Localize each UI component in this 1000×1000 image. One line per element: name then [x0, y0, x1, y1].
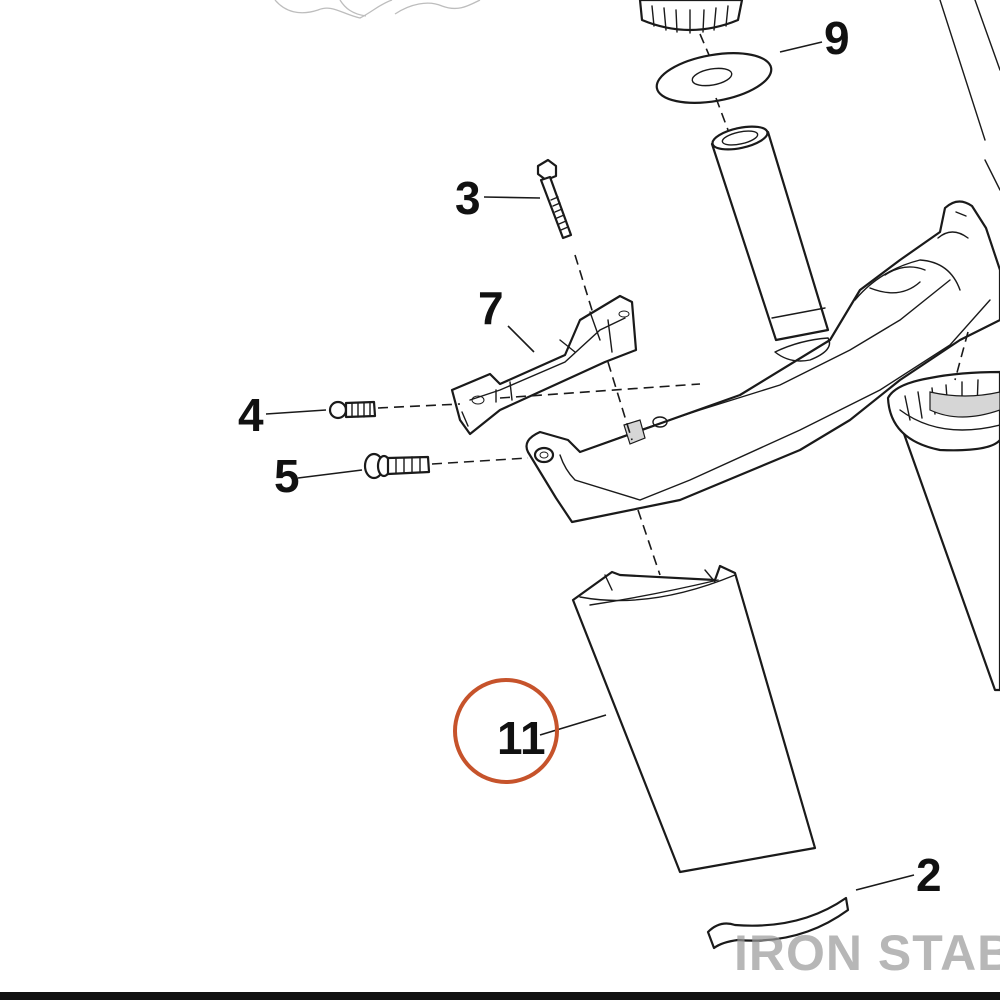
highlight-circle: [453, 678, 559, 784]
steering-stem-tube: [710, 125, 830, 342]
axis-fork-right: [954, 331, 969, 381]
callout-5: 5: [274, 450, 300, 502]
callout-4: 4: [238, 389, 264, 441]
callout-3: 3: [455, 172, 481, 224]
callout-7: 7: [478, 282, 504, 334]
retaining-clip: [706, 896, 850, 950]
screw-flanged: [363, 452, 431, 480]
fork-slider-cover: [571, 564, 817, 874]
callout-11: 11: [497, 712, 546, 764]
lower-fork-bracket: [525, 200, 1000, 524]
footer-bar: [0, 992, 1000, 1000]
bearing-top: [638, 0, 744, 34]
axis-bracket-to-clamp: [499, 383, 701, 399]
fork-tube-right: [886, 370, 1000, 692]
leader-lines: [265, 41, 915, 891]
right-edge-outline: [939, 0, 1000, 191]
axis-screw-5: [431, 457, 529, 465]
mounting-bracket: [450, 294, 638, 436]
screw-short: [328, 400, 377, 420]
callout-9: 9: [824, 12, 850, 64]
axis-bracket-lower: [637, 509, 661, 576]
faint-background-sketch: [274, 0, 481, 19]
bolt-long: [536, 158, 573, 240]
axis-screw-4: [377, 403, 461, 409]
callout-2: 2: [916, 849, 942, 901]
watermark-text: IRON STABLE: [734, 925, 1000, 981]
axis-washer-stem: [715, 97, 729, 131]
washer: [655, 52, 773, 104]
